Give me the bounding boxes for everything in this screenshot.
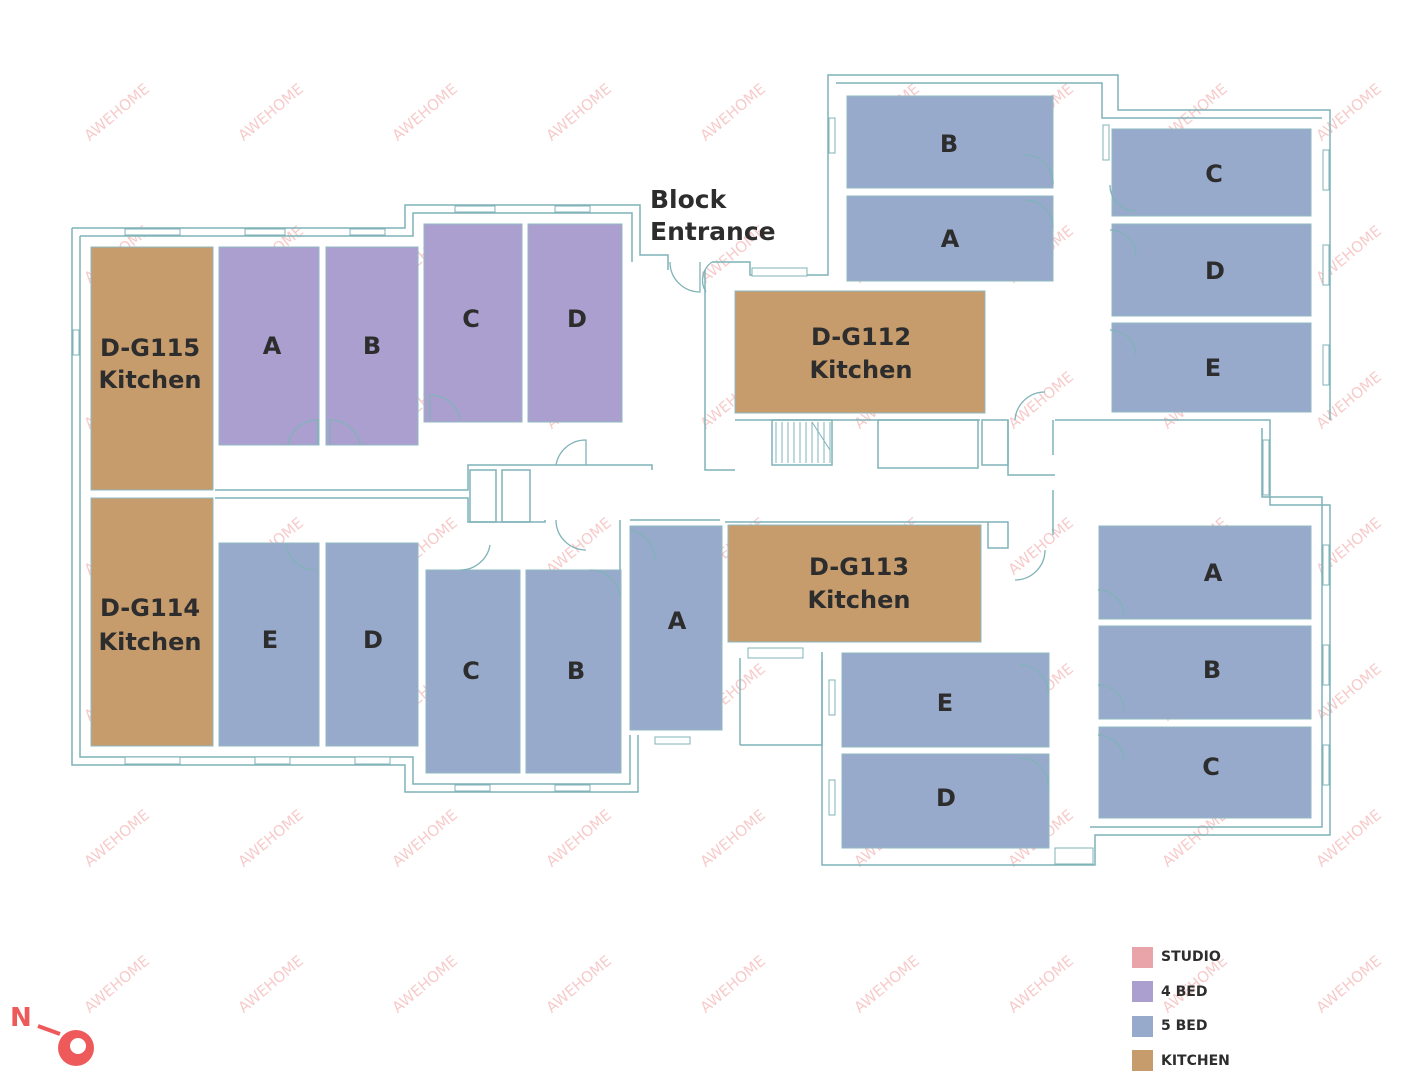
room-g112-c [1111, 128, 1312, 217]
room-g115-b-label: B [363, 332, 381, 360]
labels-layer: Block Entrance D-G115 Kitchen D-G114 Kit… [99, 130, 1225, 812]
room-g115-d-label: D [567, 305, 587, 333]
watermark-text: AWEHOME [543, 514, 615, 579]
stairs [775, 421, 831, 463]
kitchen-g115 [90, 246, 214, 491]
room-g112-a-label: A [941, 225, 960, 253]
room-g114-c-label: C [462, 657, 480, 685]
wall-outlines [71, 74, 1331, 866]
legend-item-kitchen: KITCHEN [1132, 1050, 1230, 1072]
room-g112-d-label: D [1205, 257, 1225, 285]
kitchen-g113 [727, 524, 982, 643]
room-g112-d [1111, 223, 1312, 317]
room-g113-e [841, 652, 1050, 748]
north-compass-icon: N [10, 1003, 94, 1066]
watermark-text: AWEHOME [81, 80, 153, 145]
entrance-label-line1: Block [650, 185, 728, 214]
watermark-text: AWEHOME [543, 806, 615, 871]
legend-item-4-bed: 4 BED [1132, 981, 1230, 1003]
room-g113-b [1098, 625, 1312, 720]
door-arcs [285, 154, 1137, 787]
watermark-text: AWEHOME [697, 80, 769, 145]
watermark-text: AWEHOME [1313, 952, 1385, 1017]
kitchen-g113-label: Kitchen [808, 586, 911, 614]
watermark-text: AWEHOME [851, 952, 923, 1017]
watermark-text: AWEHOME [389, 80, 461, 145]
legend-swatch-kitchen [1132, 1050, 1153, 1071]
legend-swatch-studio [1132, 946, 1153, 968]
windows [72, 117, 1330, 865]
room-g115-d [527, 223, 623, 423]
legend-item-studio: STUDIO [1132, 946, 1230, 968]
kitchen-g114 [90, 497, 214, 747]
kitchen-g114-label: Kitchen [99, 628, 202, 656]
legend-label-5-bed: 5 BED [1161, 1018, 1208, 1034]
room-g113-e-label: E [937, 689, 953, 717]
room-g113-b-label: B [1203, 656, 1221, 684]
watermark-text: AWEHOME [81, 806, 153, 871]
kitchen-g112 [734, 290, 986, 414]
room-g114-e-label: E [262, 626, 278, 654]
legend-label-studio: STUDIO [1161, 949, 1221, 965]
watermark-text: AWEHOME [235, 806, 307, 871]
room-g114-a [629, 525, 723, 731]
compass-n-label: N [10, 1003, 32, 1033]
legend: STUDIO 4 BED 5 BED KITCHEN [1132, 946, 1230, 1084]
room-g114-d-label: D [363, 626, 383, 654]
legend-label-4-bed: 4 BED [1161, 983, 1208, 1000]
room-g112-e-label: E [1205, 354, 1221, 382]
kitchen-g113-code: D-G113 [809, 553, 909, 581]
watermark-text: AWEHOME [1313, 80, 1385, 145]
watermark-text: AWEHOME [1313, 806, 1385, 871]
legend-item-5-bed: 5 BED [1132, 1015, 1230, 1037]
kitchen-g114-code: D-G114 [100, 594, 200, 622]
room-g115-a-label: A [263, 332, 282, 360]
room-g114-b [525, 569, 622, 774]
watermark-text: AWEHOME [543, 80, 615, 145]
room-g114-a-label: A [668, 607, 687, 635]
watermark-text: AWEHOME [235, 80, 307, 145]
legend-swatch-5-bed [1132, 1015, 1153, 1037]
room-g114-e [218, 542, 320, 747]
room-g113-c [1098, 726, 1312, 819]
room-g112-b [846, 95, 1054, 189]
kitchen-g115-label: Kitchen [99, 366, 202, 394]
watermark-text: AWEHOME [1005, 514, 1077, 579]
room-g113-d-label: D [936, 784, 956, 812]
watermark-text: AWEHOME [1005, 368, 1077, 433]
room-g115-c-label: C [462, 305, 480, 333]
room-g112-b-label: B [940, 130, 958, 158]
watermark-text: AWEHOME [697, 952, 769, 1017]
rooms-layer [90, 95, 1312, 849]
room-g114-d [325, 542, 419, 747]
kitchen-g115-code: D-G115 [100, 334, 200, 362]
watermark-text: AWEHOME [389, 806, 461, 871]
room-g114-b-label: B [567, 657, 585, 685]
room-g113-a [1098, 525, 1312, 620]
kitchen-g112-label: Kitchen [810, 356, 913, 384]
room-g113-a-label: A [1204, 559, 1223, 587]
room-g112-e [1111, 322, 1312, 413]
kitchen-g112-code: D-G112 [811, 323, 911, 351]
watermark-text: AWEHOME [1005, 952, 1077, 1017]
watermark-text: AWEHOME [697, 806, 769, 871]
room-g115-a [218, 246, 320, 446]
watermark-text: AWEHOME [543, 952, 615, 1017]
room-g112-a [846, 195, 1054, 282]
entrance-label-line2: Entrance [650, 217, 776, 246]
room-g113-d [841, 753, 1050, 849]
legend-swatch-4-bed [1132, 981, 1153, 1002]
room-g114-c [425, 569, 521, 774]
room-g113-c-label: C [1202, 753, 1220, 781]
room-g115-b [325, 246, 419, 446]
room-g112-c-label: C [1205, 160, 1223, 188]
watermark-text: AWEHOME [389, 952, 461, 1017]
legend-label-kitchen: KITCHEN [1161, 1052, 1230, 1069]
room-g115-c [423, 223, 523, 423]
watermark-text: AWEHOME [235, 952, 307, 1017]
